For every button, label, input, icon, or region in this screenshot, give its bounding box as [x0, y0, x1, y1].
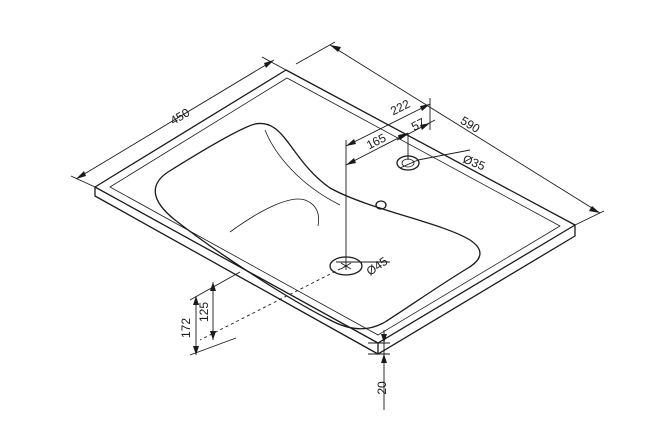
dimension-165-label: 165	[364, 131, 388, 153]
tap-diameter-label: Ø35	[461, 152, 488, 174]
dimension-450-label: 450	[168, 105, 193, 127]
overflow-hole	[375, 200, 387, 210]
dimension-57-label: 57	[409, 115, 428, 134]
dimension-590-label: 590	[458, 113, 483, 136]
sink-body	[94, 69, 576, 355]
bowl-inner-curve	[229, 198, 320, 233]
right-face	[377, 224, 576, 355]
rim-inner-edge	[109, 77, 561, 336]
dimension-heights: 172 125	[179, 265, 347, 356]
front-face	[94, 186, 379, 355]
dimension-125-label: 125	[197, 302, 211, 322]
rim-outer-edge	[94, 69, 576, 344]
dimension-450: 450	[70, 56, 287, 188]
dimension-20-label: 20	[375, 381, 389, 395]
bowl-fold	[264, 129, 341, 206]
dimension-590: 590	[295, 41, 605, 226]
drain-diameter-label: Ø45	[364, 254, 391, 279]
bowl-outline	[154, 122, 481, 330]
dimension-172-label: 172	[179, 318, 193, 338]
dimension-rim: 20	[368, 330, 390, 410]
